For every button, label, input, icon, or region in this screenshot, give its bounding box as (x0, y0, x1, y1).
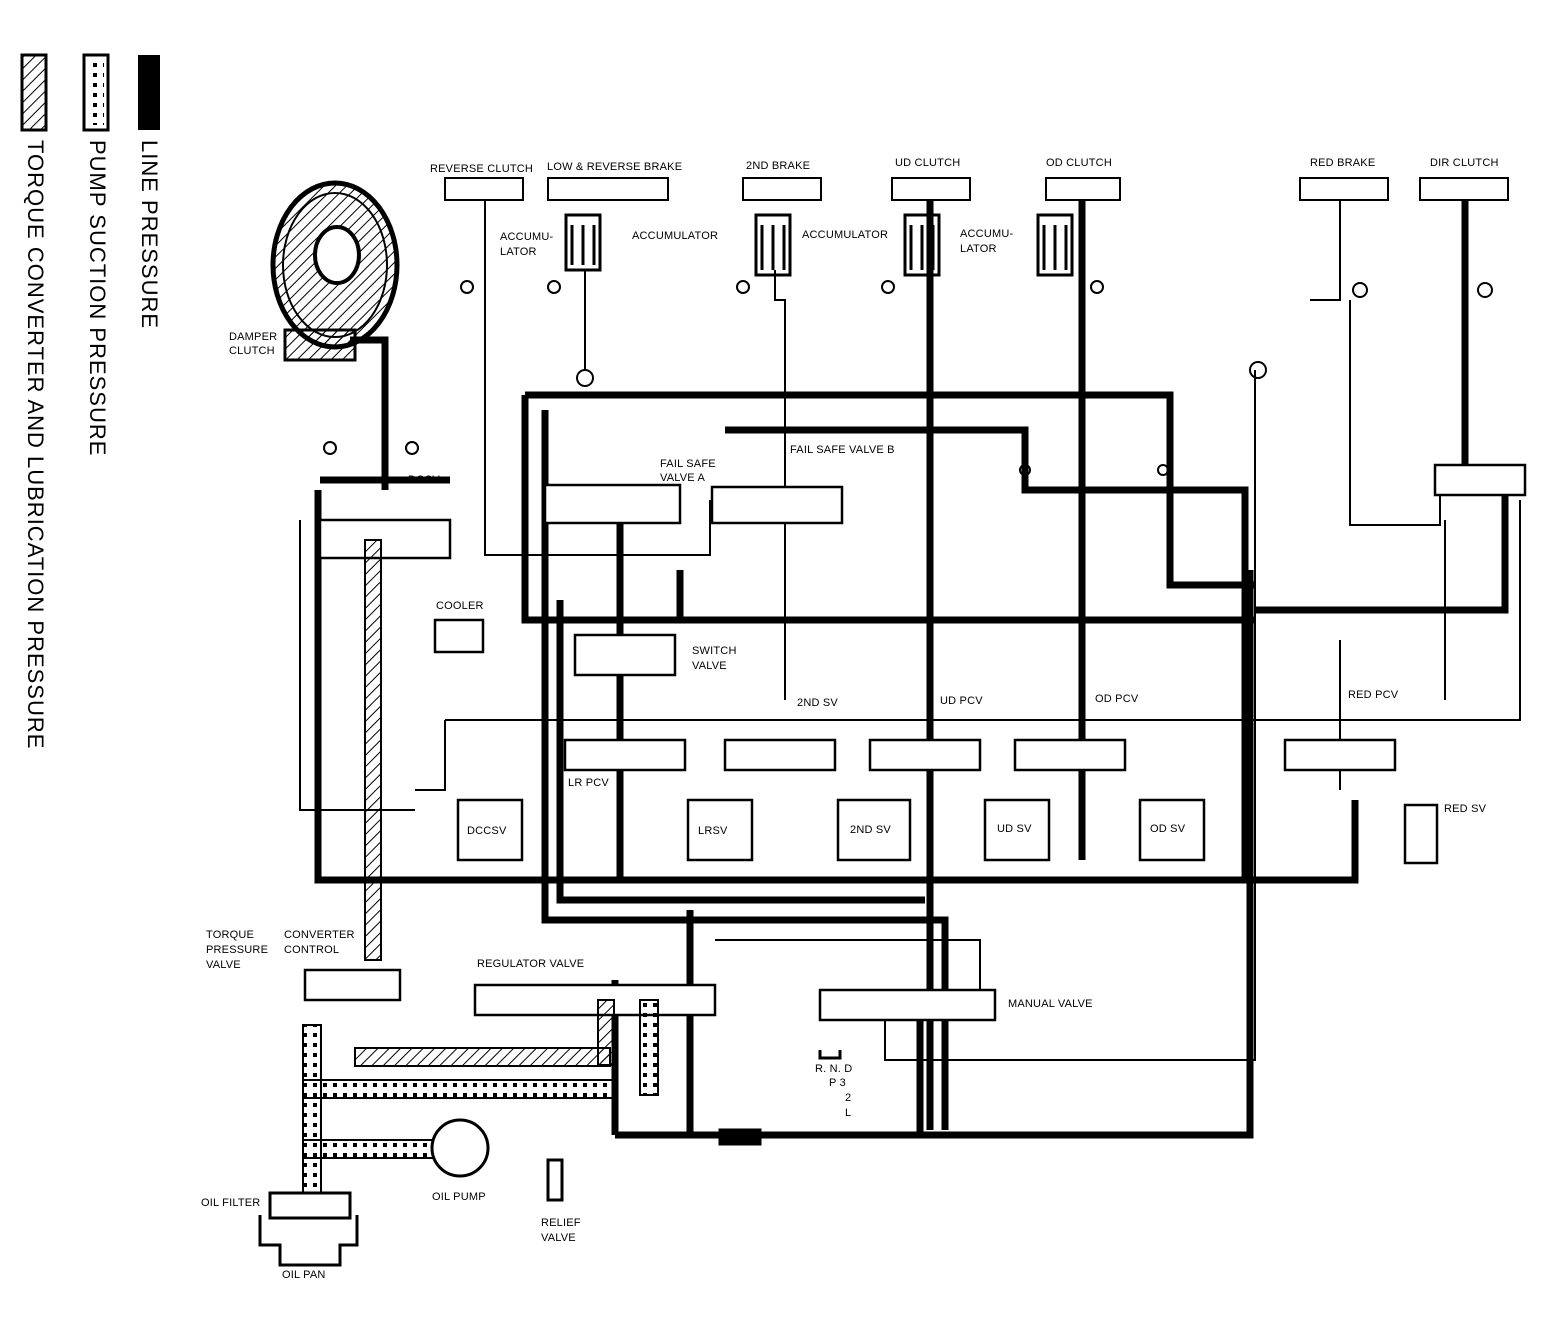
label-red-brake: RED BRAKE (1310, 157, 1376, 169)
label-second-brake: 2ND BRAKE (746, 160, 811, 172)
gear-positions-row3: 2 (845, 1092, 852, 1104)
label-relief-valve-line1: RELIEF (541, 1217, 581, 1229)
label-regulator-valve: REGULATOR VALVE (477, 958, 585, 970)
label-damper-clutch-line2: CLUTCH (229, 345, 275, 357)
label-relief-valve-line2: VALVE (541, 1232, 576, 1244)
label-manual-valve: MANUAL VALVE (1008, 998, 1093, 1010)
label-reverse-clutch: REVERSE CLUTCH (430, 163, 534, 175)
gear-positions-row4: L (845, 1107, 852, 1119)
label-converter-control-line1: CONVERTER (284, 929, 355, 941)
label-oil-pan: OIL PAN (282, 1269, 326, 1281)
label-cooler: COOLER (436, 600, 484, 612)
label-od-sv: OD SV (1150, 823, 1186, 835)
label-fail-safe-a-line2: VALVE A (660, 472, 706, 484)
gear-positions-row1: R. N. D (815, 1063, 853, 1075)
label-dccsv: DCCSV (467, 825, 507, 837)
label-switch-valve-line2: VALVE (692, 660, 727, 672)
label-converter-control-line2: CONTROL (284, 944, 340, 956)
label-accumulator-3: ACCUMULATOR (802, 229, 889, 241)
label-accumulator-4-line2: LATOR (960, 243, 997, 255)
label-oil-filter: OIL FILTER (201, 1197, 261, 1209)
label-dir-clutch: DIR CLUTCH (1430, 157, 1499, 169)
label-low-reverse-brake: LOW & REVERSE BRAKE (547, 161, 683, 173)
label-ud-clutch: UD CLUTCH (895, 157, 961, 169)
label-accumulator-1-line2: LATOR (500, 246, 537, 258)
label-accumulator-2: ACCUMULATOR (632, 230, 719, 242)
label-red-pcv: RED PCV (1348, 689, 1399, 701)
label-fail-safe-a-line1: FAIL SAFE (660, 458, 716, 470)
label-accumulator-4-line1: ACCUMU- (960, 228, 1014, 240)
label-fail-safe-b: FAIL SAFE VALVE B (790, 444, 895, 456)
accumulator-graphics (564, 213, 1074, 277)
label-damper-clutch-line1: DAMPER (229, 331, 278, 343)
legend-pump-suction-pressure: PUMP SUCTION PRESSURE (85, 140, 110, 457)
label-torque-pressure-line2: PRESSURE (206, 944, 269, 956)
label-lrsv: LRSV (698, 825, 728, 837)
label-switch-valve-line1: SWITCH (692, 645, 737, 657)
label-accumulator-1-line1: ACCUMU- (500, 231, 554, 243)
label-red-sv: RED SV (1444, 803, 1487, 815)
top-element-boxes (444, 177, 1509, 201)
label-ud-sv: UD SV (997, 823, 1032, 835)
label-2nd-sv-top: 2ND SV (797, 697, 838, 709)
label-oil-pump: OIL PUMP (432, 1191, 486, 1203)
oil-system-graphics (258, 1050, 842, 1267)
label-ud-pcv: UD PCV (940, 695, 983, 707)
label-od-pcv: OD PCV (1095, 693, 1139, 705)
lubrication-lines (354, 539, 615, 1067)
label-torque-pressure-line3: VALVE (206, 959, 241, 971)
label-torque-pressure-line1: TORQUE (206, 929, 255, 941)
valve-bodies (303, 463, 1527, 1022)
torque-converter-graphic (270, 180, 400, 362)
orifice-symbols (323, 280, 1493, 476)
torque-converter-swatch (20, 53, 48, 132)
legend-swatches (20, 53, 160, 132)
solenoid-bodies (456, 798, 1439, 865)
label-lr-pcv: LR PCV (568, 777, 609, 789)
label-od-clutch: OD CLUTCH (1046, 157, 1112, 169)
suction-lines (302, 999, 659, 1196)
legend-torque-converter-lubrication: TORQUE CONVERTER AND LUBRICATION PRESSUR… (23, 140, 48, 750)
line-pressure-swatch (138, 55, 160, 130)
gear-positions-row2: P 3 (829, 1077, 846, 1089)
label-dccv: DCCV (408, 474, 440, 486)
label-2nd-sv: 2ND SV (850, 824, 891, 836)
legend-line-pressure: LINE PRESSURE (137, 140, 162, 330)
